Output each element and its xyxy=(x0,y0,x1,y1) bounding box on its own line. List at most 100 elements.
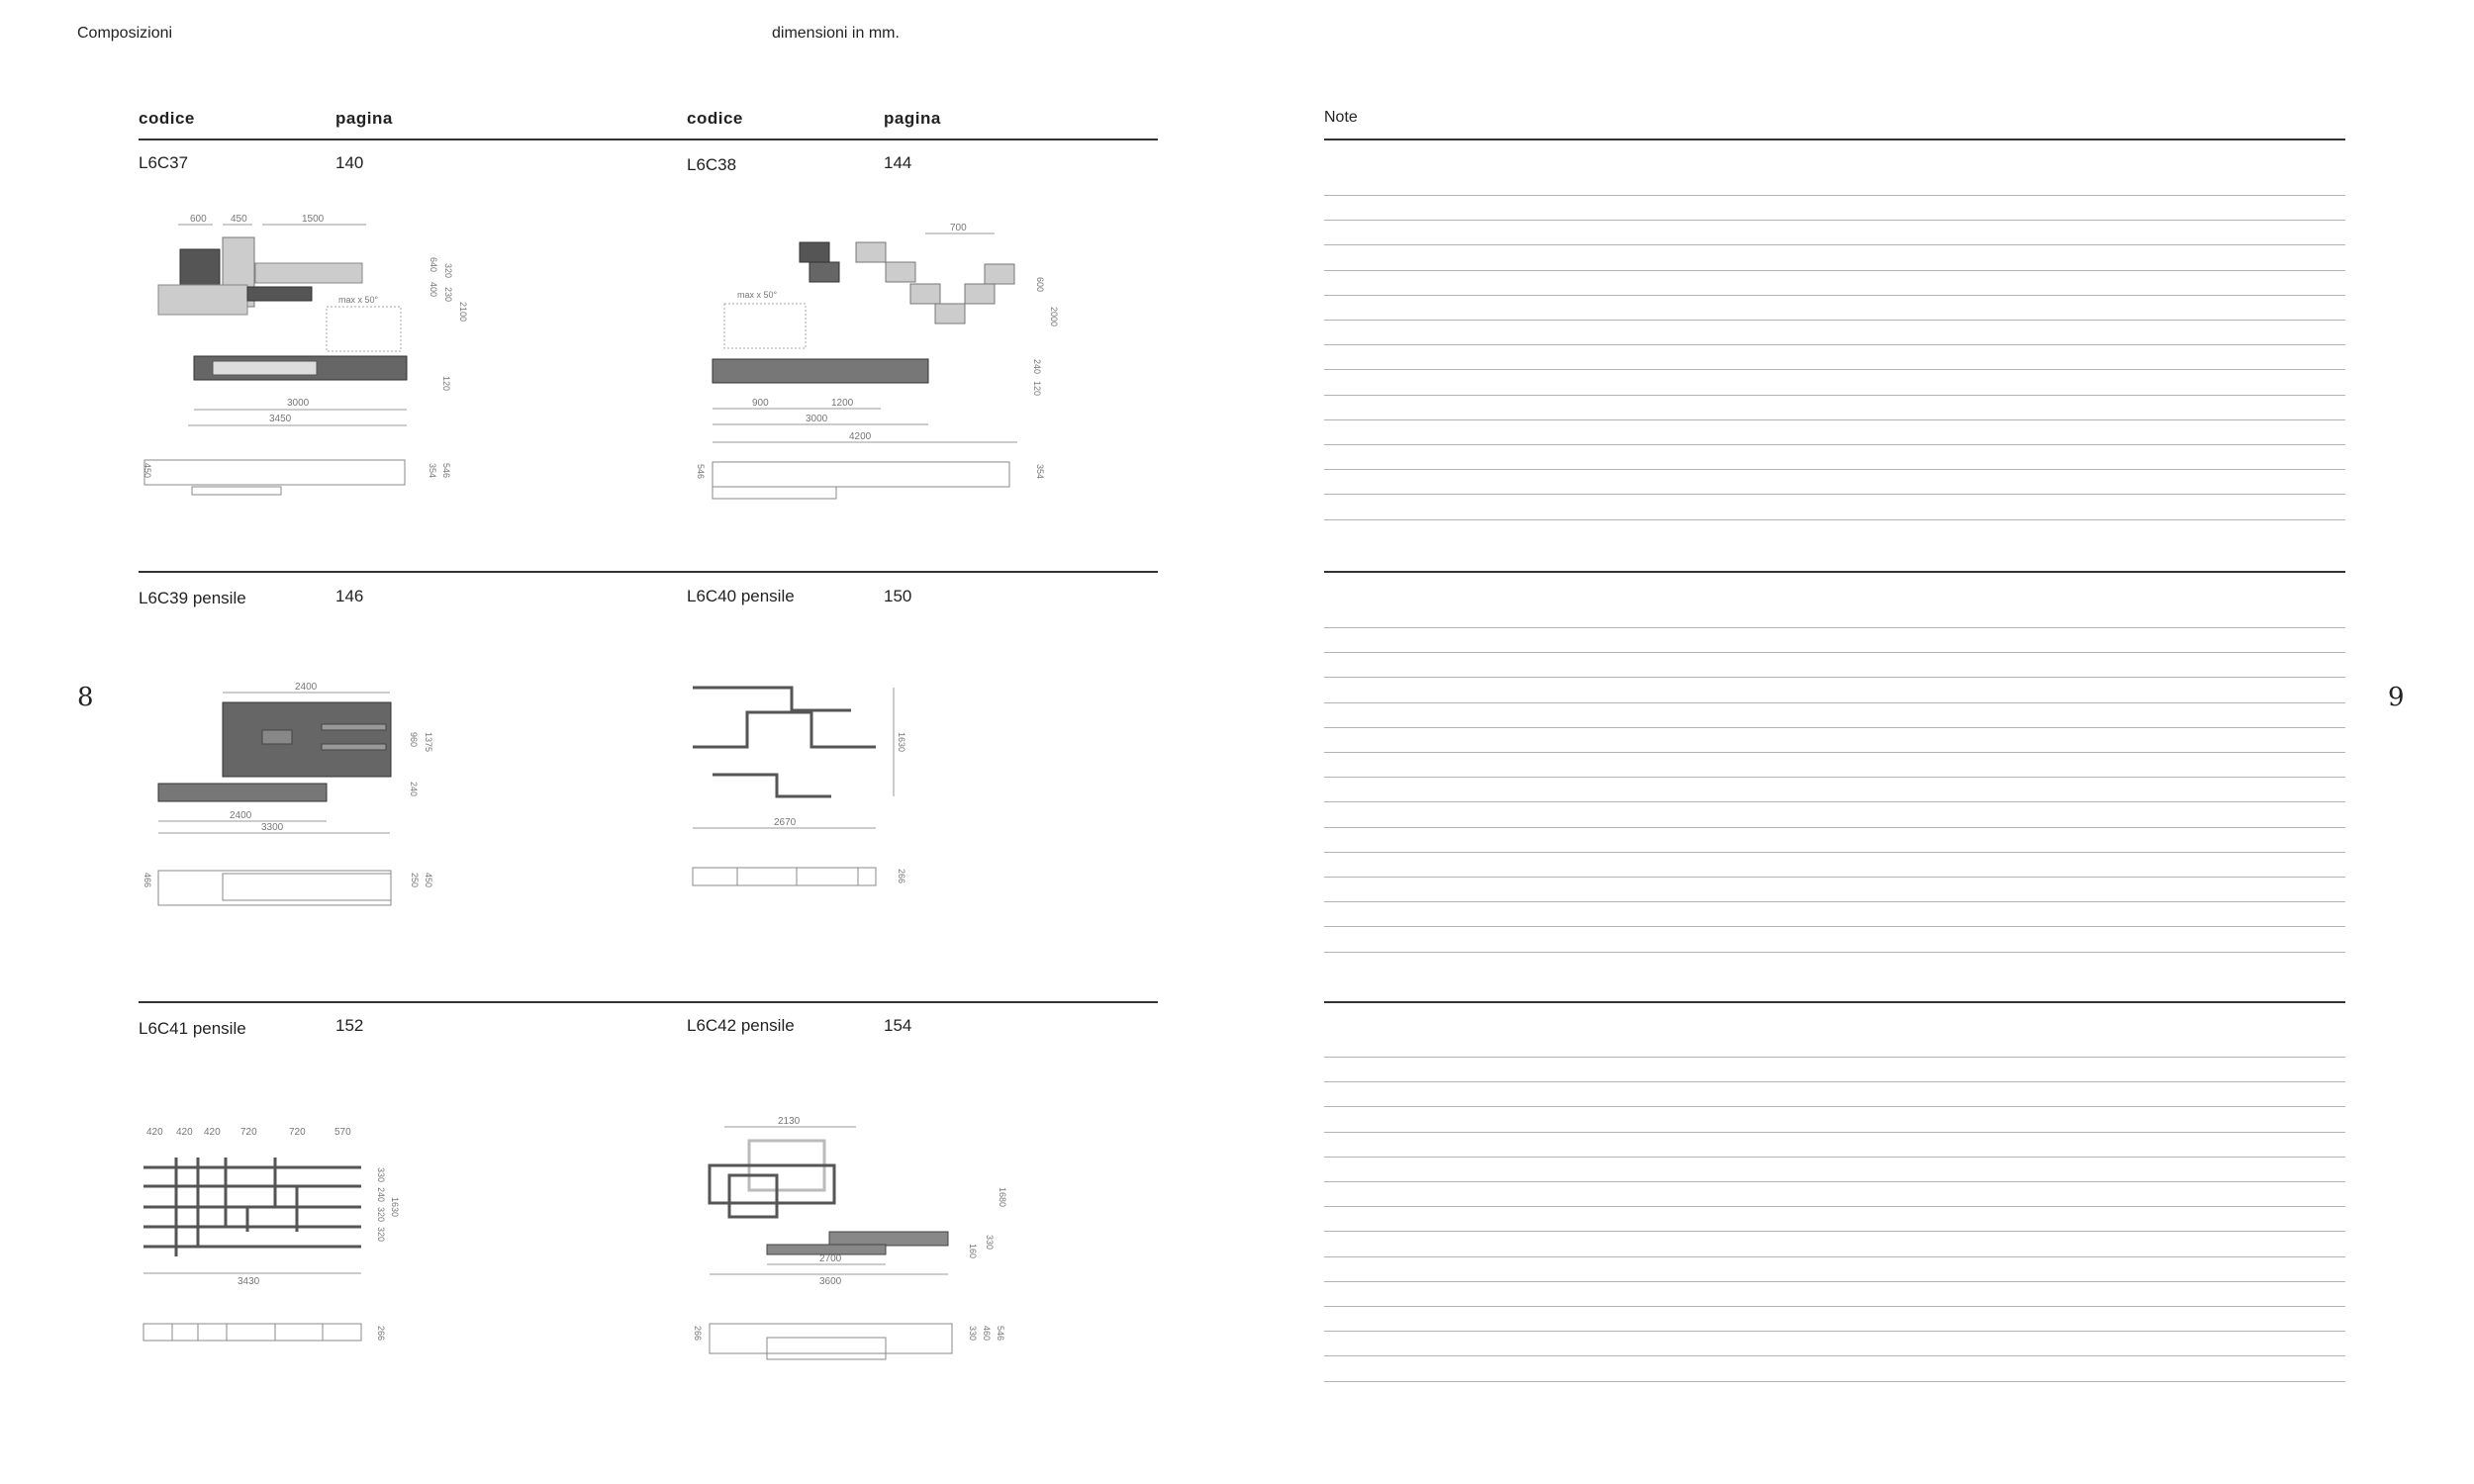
dimension-label: 700 xyxy=(950,223,967,233)
dimension-label: 570 xyxy=(334,1127,351,1138)
dimension-label: 3300 xyxy=(261,822,284,833)
note-line xyxy=(1324,851,2345,853)
row-divider xyxy=(139,1001,1158,1003)
note-line xyxy=(1324,1231,2345,1233)
dimension-label: 354 xyxy=(428,463,437,478)
dimension-label: 3000 xyxy=(806,414,828,424)
note-line xyxy=(1324,220,2345,222)
composition-drawing-l6c41: 420 420 420 720 720 570 3430 330 240 320… xyxy=(143,1127,400,1342)
dimension-label: 400 xyxy=(428,282,438,297)
tilt-note: max x 50° xyxy=(737,290,778,300)
dimension-label: 3600 xyxy=(819,1276,842,1287)
note-line xyxy=(1324,951,2345,953)
dimension-label: 640 xyxy=(428,257,438,272)
composition-page: 154 xyxy=(884,1016,912,1035)
dimension-label: 720 xyxy=(240,1127,257,1138)
composition-page: 152 xyxy=(335,1016,364,1035)
dimension-label: 266 xyxy=(693,1326,703,1341)
note-line xyxy=(1324,1156,2345,1158)
dimension-label: 120 xyxy=(1032,381,1042,396)
note-line xyxy=(1324,320,2345,321)
dimension-label: 240 xyxy=(409,782,419,796)
dimension-label: 330 xyxy=(968,1326,978,1341)
note-line xyxy=(1324,469,2345,471)
composition-code: L6C38 xyxy=(687,155,737,174)
note-line xyxy=(1324,1331,2345,1333)
row-divider xyxy=(139,571,1158,573)
dimension-label: 546 xyxy=(996,1326,1005,1341)
note-line xyxy=(1324,294,2345,296)
note-line xyxy=(1324,1355,2345,1357)
composition-drawing-l6c42: 2130 2700 3600 1680 330 160 266 330 460 … xyxy=(693,1116,1007,1360)
note-line xyxy=(1324,777,2345,779)
dimension-label: 240 xyxy=(1032,359,1042,374)
note-line xyxy=(1324,195,2345,196)
note-line xyxy=(1324,677,2345,679)
dimension-label: 1630 xyxy=(390,1197,400,1217)
notes-header-rule xyxy=(1324,139,2345,140)
dimension-label: 354 xyxy=(1035,464,1045,479)
dimension-label: 250 xyxy=(410,873,420,887)
note-line xyxy=(1324,369,2345,371)
composition-code: L6C41 pensile xyxy=(139,1019,246,1038)
column-header-page: pagina xyxy=(335,109,393,128)
note-line xyxy=(1324,1280,2345,1282)
units-note: dimensioni in mm. xyxy=(772,25,900,42)
dimension-label: 320 xyxy=(376,1207,386,1222)
note-line xyxy=(1324,244,2345,246)
composition-code: L6C42 pensile xyxy=(687,1016,795,1035)
composition-page: 150 xyxy=(884,587,912,605)
dimension-label: 2400 xyxy=(230,810,252,821)
dimension-label: 320 xyxy=(376,1227,386,1242)
column-header-code: codice xyxy=(687,109,743,128)
dimension-label: 1375 xyxy=(424,732,433,752)
dimension-label: 960 xyxy=(409,732,419,747)
note-line xyxy=(1324,1106,2345,1108)
dimension-label: 1200 xyxy=(831,398,854,409)
dimension-label: 420 xyxy=(146,1127,163,1138)
note-line xyxy=(1324,444,2345,445)
dimension-label: 4200 xyxy=(849,431,872,442)
dimension-label: 900 xyxy=(752,398,769,409)
note-line xyxy=(1324,494,2345,496)
section-title: Composizioni xyxy=(77,25,173,42)
dimension-label: 160 xyxy=(968,1244,978,1258)
dimension-label: 546 xyxy=(696,464,706,479)
composition-page: 146 xyxy=(335,587,364,605)
tilt-note: max x 50° xyxy=(338,295,379,305)
note-line xyxy=(1324,418,2345,420)
note-line xyxy=(1324,801,2345,803)
dimension-label: 450 xyxy=(424,873,433,887)
note-line xyxy=(1324,1206,2345,1208)
note-line xyxy=(1324,877,2345,878)
note-line xyxy=(1324,269,2345,271)
composition-drawing-l6c37: 600 450 1500 max x 50° 3000 3450 640 320… xyxy=(143,214,468,496)
note-line xyxy=(1324,926,2345,928)
note-line xyxy=(1324,1306,2345,1307)
note-line xyxy=(1324,1181,2345,1182)
dimension-label: 546 xyxy=(441,463,451,478)
dimension-label: 3000 xyxy=(287,398,310,409)
dimension-label: 460 xyxy=(982,1326,992,1341)
column-header-page: pagina xyxy=(884,109,941,128)
dimension-label: 450 xyxy=(143,463,152,478)
note-line xyxy=(1324,826,2345,828)
composition-page: 140 xyxy=(335,153,364,172)
page-number-right: 9 xyxy=(2388,683,2405,712)
dimension-label: 2400 xyxy=(295,682,318,693)
note-line xyxy=(1324,701,2345,703)
dimension-label: 320 xyxy=(443,263,453,278)
notes-divider xyxy=(1324,1001,2345,1003)
composition-code: L6C37 xyxy=(139,153,189,172)
note-line xyxy=(1324,1081,2345,1083)
dimension-label: 3430 xyxy=(238,1276,260,1287)
dimension-label: 240 xyxy=(376,1187,386,1202)
page-number-left: 8 xyxy=(77,683,94,712)
note-line xyxy=(1324,1255,2345,1257)
note-line xyxy=(1324,752,2345,753)
dimension-label: 600 xyxy=(190,214,207,225)
dimension-label: 2100 xyxy=(458,302,468,322)
composition-drawing-l6c39: 2400 2400 3300 960 1375 240 466 450 250 xyxy=(143,682,433,906)
note-line xyxy=(1324,901,2345,903)
dimension-label: 466 xyxy=(143,873,152,887)
